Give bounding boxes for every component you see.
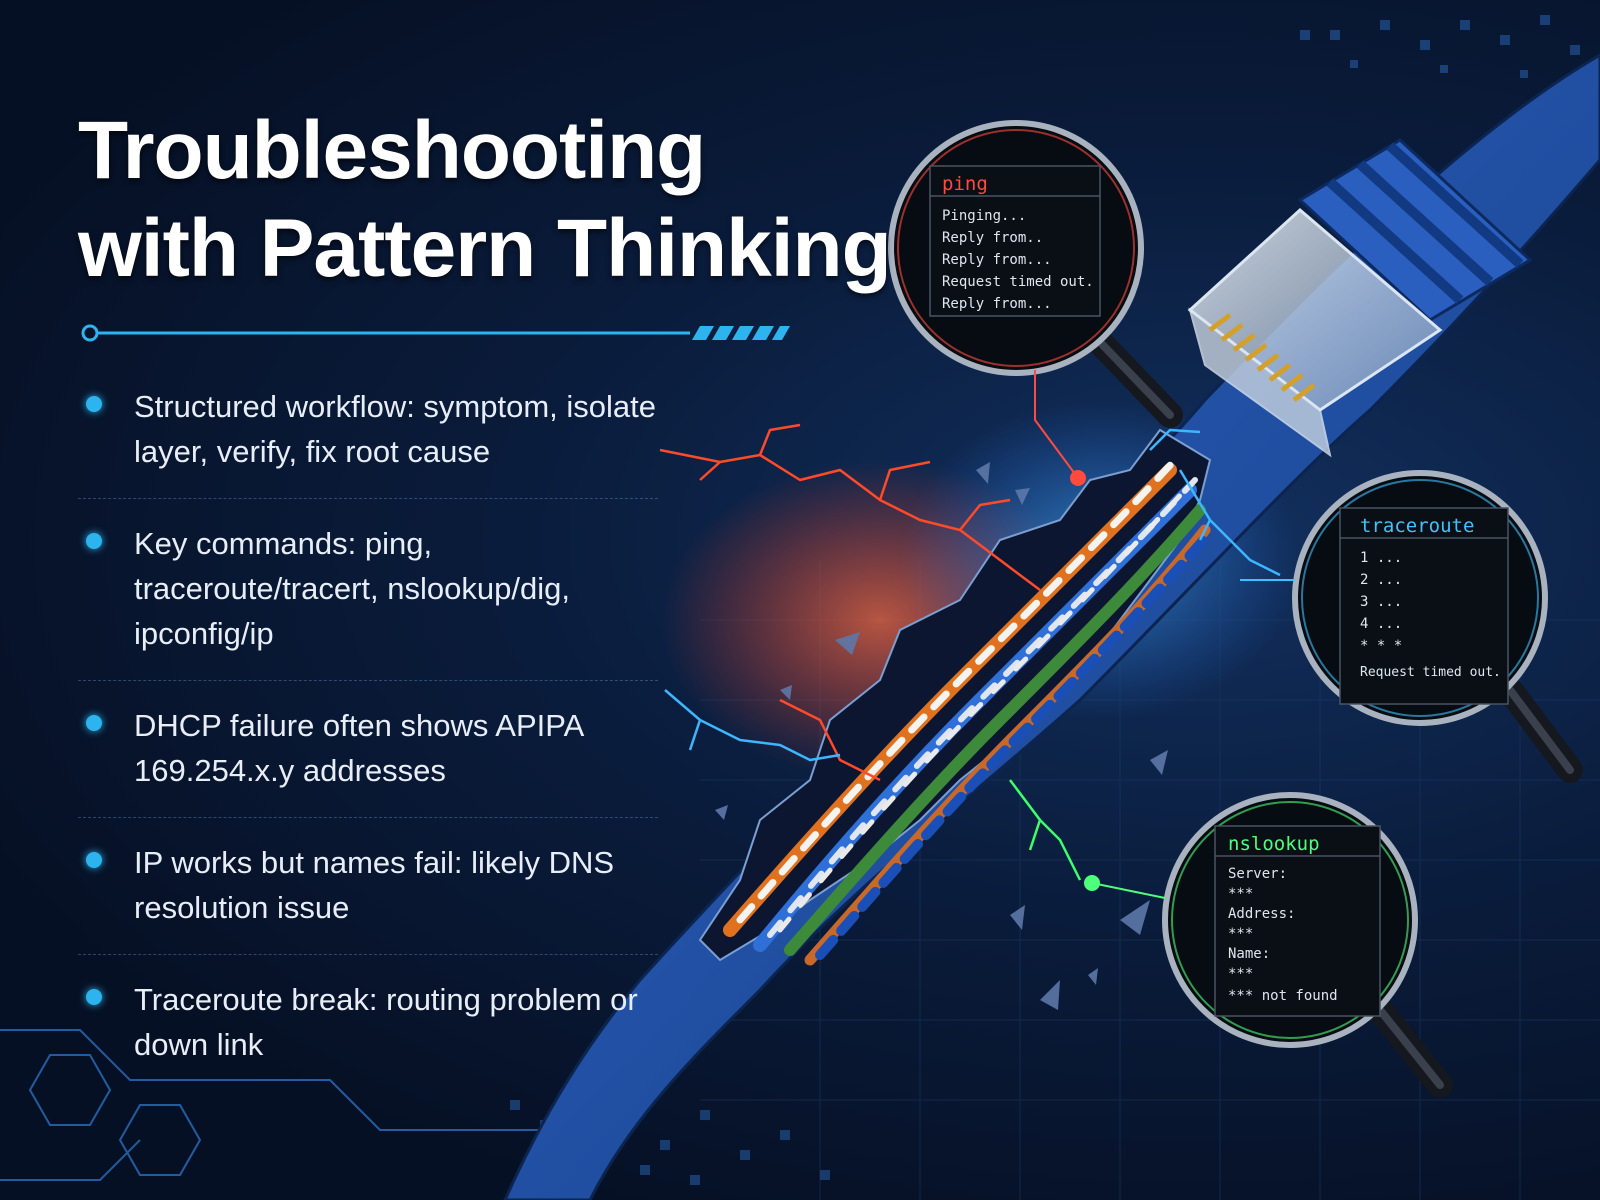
nslookup-title: nslookup — [1228, 833, 1320, 855]
debris — [715, 462, 1168, 1010]
title-line-2: with Pattern Thinking — [78, 203, 892, 294]
nslookup-line: Name: — [1228, 946, 1270, 962]
blue-sparks — [664, 428, 1281, 762]
list-item: DHCP failure often shows APIPA 169.254.x… — [78, 703, 658, 818]
list-item: Traceroute break: routing problem or dow… — [78, 977, 658, 1091]
ping-title: ping — [942, 173, 988, 195]
nslookup-connector — [1091, 882, 1166, 899]
traceroute-line: 2 ... — [1360, 572, 1402, 588]
ping-line: Pinging... — [942, 208, 1026, 224]
exposed-wires — [723, 456, 1213, 966]
ethernet-plug-icon — [1187, 138, 1533, 458]
magnifier-ping: ping Pinging... Reply from.. Reply from.… — [888, 120, 1183, 486]
nslookup-connector-dot — [1084, 875, 1100, 891]
nslookup-line: *** — [1228, 966, 1253, 982]
bullet-dot-icon — [86, 533, 102, 549]
nslookup-line: Server: — [1228, 866, 1287, 882]
nslookup-line: *** — [1228, 926, 1253, 942]
ping-line: Reply from... — [942, 296, 1052, 312]
bullet-text: Key commands: ping, traceroute/tracert, … — [134, 526, 570, 651]
ping-line: Reply from... — [942, 252, 1052, 268]
traceroute-line: Request timed out. — [1360, 665, 1501, 680]
nslookup-line: *** not found — [1228, 988, 1338, 1004]
magnifier-nslookup: nslookup Server: *** Address: *** Name: … — [1084, 792, 1453, 1098]
bullet-text: IP works but names fail: likely DNS reso… — [134, 845, 615, 925]
ping-connector-dot — [1070, 470, 1086, 486]
bullet-dot-icon — [86, 715, 102, 731]
bullet-text: Traceroute break: routing problem or dow… — [134, 982, 638, 1062]
ping-connector — [1034, 370, 1079, 479]
traceroute-line: * * * — [1360, 638, 1402, 654]
title-underline — [81, 324, 790, 342]
traceroute-line: 1 ... — [1360, 550, 1402, 566]
title-line-1: Troubleshooting — [78, 105, 706, 196]
ping-line: Request timed out. — [942, 274, 1094, 290]
bullet-dot-icon — [86, 989, 102, 1005]
list-item: Structured workflow: symptom, isolate la… — [78, 384, 658, 499]
pixel-pattern-top — [1300, 15, 1580, 98]
green-sparks — [1009, 779, 1082, 881]
nslookup-line: *** — [1228, 886, 1253, 902]
bullet-dot-icon — [86, 852, 102, 868]
list-item: IP works but names fail: likely DNS reso… — [78, 840, 658, 955]
traceroute-line: 3 ... — [1360, 594, 1402, 610]
ping-line: Reply from.. — [942, 230, 1043, 246]
magnifier-traceroute: traceroute 1 ... 2 ... 3 ... 4 ... * * *… — [1240, 470, 1583, 783]
nslookup-line: Address: — [1228, 906, 1295, 922]
bullet-list: Structured workflow: symptom, isolate la… — [78, 384, 658, 1113]
page-title: Troubleshooting with Pattern Thinking — [78, 102, 892, 298]
traceroute-line: 4 ... — [1360, 616, 1402, 632]
bullet-text: Structured workflow: symptom, isolate la… — [134, 389, 657, 469]
traceroute-title: traceroute — [1360, 515, 1474, 537]
list-item: Key commands: ping, traceroute/tracert, … — [78, 521, 658, 681]
bullet-text: DHCP failure often shows APIPA 169.254.x… — [134, 708, 583, 788]
red-sparks — [659, 423, 1041, 782]
hexagon-decoration — [0, 1029, 600, 1181]
bullet-dot-icon — [86, 396, 102, 412]
